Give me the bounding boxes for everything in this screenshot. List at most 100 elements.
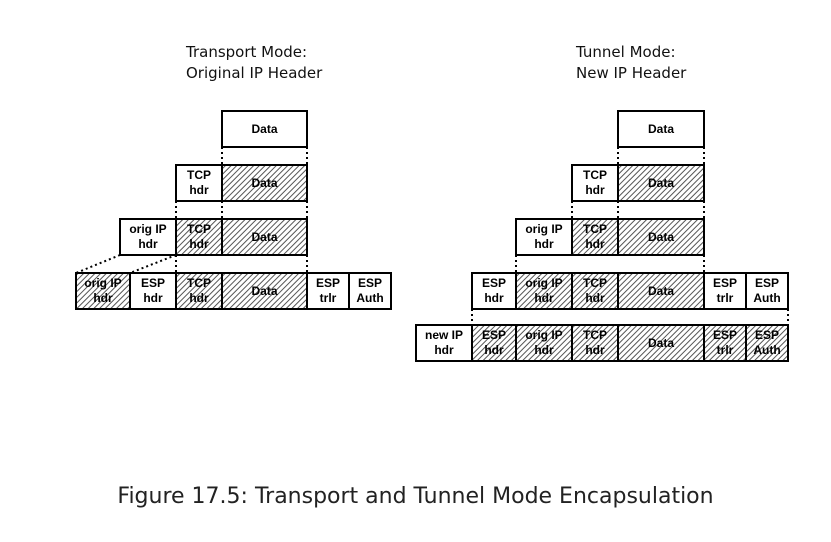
transport-row4-data-label: Data: [251, 284, 277, 298]
tunnel-row5-esp-hdr-label: hdr: [484, 343, 504, 357]
transport-row3-data-box: [221, 218, 308, 256]
tunnel-row3-data-box: [617, 218, 705, 256]
tunnel-row5-tcp-hdr-label: TCP: [583, 328, 607, 342]
tunnel-row2-data-cell: Data: [617, 164, 705, 202]
transport-row2-data-label: Data: [251, 176, 277, 190]
transport-row4-esp-trlr-label: ESP: [316, 276, 340, 290]
tunnel-title-line1: Tunnel Mode:: [575, 43, 676, 61]
transport-row4-data-box: [221, 272, 308, 310]
transport-row3-tcp-hdr-box: [175, 218, 223, 256]
tunnel-row4-orig-ip-hdr-label: orig IP: [525, 276, 562, 290]
tunnel-row4-orig-ip-hdr-label: hdr: [534, 291, 554, 305]
tunnel-row5-orig-ip-hdr-label: hdr: [534, 343, 554, 357]
tunnel-row4-esp-hdr-label: ESP: [482, 276, 506, 290]
tunnel-row5-esp-auth-box: [745, 324, 789, 362]
transport-row4-data-cell: Data: [221, 272, 308, 310]
tunnel-row3-tcp-hdr-label: hdr: [585, 237, 605, 251]
tunnel-row2-data-label: Data: [648, 176, 674, 190]
transport-row1-data-box: [221, 110, 308, 148]
tunnel-row5-new-ip-hdr-label: hdr: [434, 343, 454, 357]
transport-row3-tcp-hdr-label: hdr: [189, 237, 209, 251]
tunnel-row3-data-label: Data: [648, 230, 674, 244]
transport-row3-data-label: Data: [251, 230, 277, 244]
tunnel-row4-orig-ip-hdr-box: [515, 272, 573, 310]
tunnel-row4-esp-trlr-label: trlr: [717, 291, 734, 305]
transport-row2-tcp-hdr-box: [175, 164, 223, 202]
tunnel-row2-data-box: [617, 164, 705, 202]
transport-row4-esp-auth-box: [348, 272, 392, 310]
tunnel-row5-orig-ip-hdr-box: [515, 324, 573, 362]
tunnel-row3-data-cell: Data: [617, 218, 705, 256]
transport-row4-tcp-hdr-label: hdr: [189, 291, 209, 305]
tunnel-row5-orig-ip-hdr-label: orig IP: [525, 328, 562, 342]
tunnel-row1-data-label: Data: [648, 122, 674, 136]
transport-row4-esp-hdr-box: [129, 272, 177, 310]
tunnel-row3-tcp-hdr-label: TCP: [583, 222, 607, 236]
alignment-guides: [75, 147, 789, 325]
tunnel-row5-esp-auth-label: ESP: [755, 328, 779, 342]
transport-row4-esp-auth-label: ESP: [358, 276, 382, 290]
tunnel-row4-data-label: Data: [648, 284, 674, 298]
tunnel-row5-tcp-hdr-label: hdr: [585, 343, 605, 357]
tunnel-row5-data-box: [617, 324, 705, 362]
tunnel-row4-tcp-hdr-label: TCP: [583, 276, 607, 290]
transport-row3-tcp-hdr-label: TCP: [187, 222, 211, 236]
encapsulation-diagram: Transport Mode: Original IP Header Tunne…: [75, 43, 789, 362]
tunnel-row3-orig-ip-hdr-label: hdr: [534, 237, 554, 251]
transport-row4-tcp-hdr-box: [175, 272, 223, 310]
figure-caption: Figure 17.5: Transport and Tunnel Mode E…: [117, 484, 714, 509]
transport-row2-data-box: [221, 164, 308, 202]
tunnel-row4-tcp-hdr-label: hdr: [585, 291, 605, 305]
tunnel-row4-esp-hdr-box: [471, 272, 517, 310]
transport-title-line2: Original IP Header: [186, 64, 323, 82]
tunnel-row4-esp-hdr-label: hdr: [484, 291, 504, 305]
transport-row4-orig-ip-hdr-box: [75, 272, 131, 310]
tunnel-row5-esp-trlr-label: trlr: [717, 343, 734, 357]
tunnel-row5-new-ip-hdr-label: new IP: [425, 328, 463, 342]
transport-guide-origip-right-diagonal: [129, 254, 177, 274]
tunnel-row1-data-box: [617, 110, 705, 148]
tunnel-row4-esp-auth-box: [745, 272, 789, 310]
tunnel-row4-tcp-hdr-box: [571, 272, 619, 310]
transport-row4-esp-auth-label: Auth: [356, 291, 383, 305]
tunnel-row1-data-cell: Data: [617, 110, 705, 148]
tunnel-row5-esp-hdr-label: ESP: [482, 328, 506, 342]
transport-row3-data-cell: Data: [221, 218, 308, 256]
tunnel-row5-data-cell: Data: [617, 324, 705, 362]
tunnel-row2-tcp-hdr-label: TCP: [583, 168, 607, 182]
tunnel-row3-orig-ip-hdr-label: orig IP: [525, 222, 562, 236]
transport-row4-esp-hdr-label: hdr: [143, 291, 163, 305]
transport-row2-data-cell: Data: [221, 164, 308, 202]
tunnel-row4-data-cell: Data: [617, 272, 705, 310]
transport-row1-data-cell: Data: [221, 110, 308, 148]
tunnel-title-line2: New IP Header: [576, 64, 687, 82]
transport-row2-tcp-hdr-label: TCP: [187, 168, 211, 182]
tunnel-row5-esp-auth-label: Auth: [753, 343, 780, 357]
tunnel-row3-tcp-hdr-box: [571, 218, 619, 256]
tunnel-row5-esp-trlr-label: ESP: [713, 328, 737, 342]
transport-row3-orig-ip-hdr-label: hdr: [138, 237, 158, 251]
transport-guide-origip-left-diagonal: [75, 254, 121, 274]
tunnel-row5-data-label: Data: [648, 336, 674, 350]
transport-row4-esp-hdr-label: ESP: [141, 276, 165, 290]
tunnel-row4-esp-auth-label: ESP: [755, 276, 779, 290]
tunnel-row5-tcp-hdr-box: [571, 324, 619, 362]
